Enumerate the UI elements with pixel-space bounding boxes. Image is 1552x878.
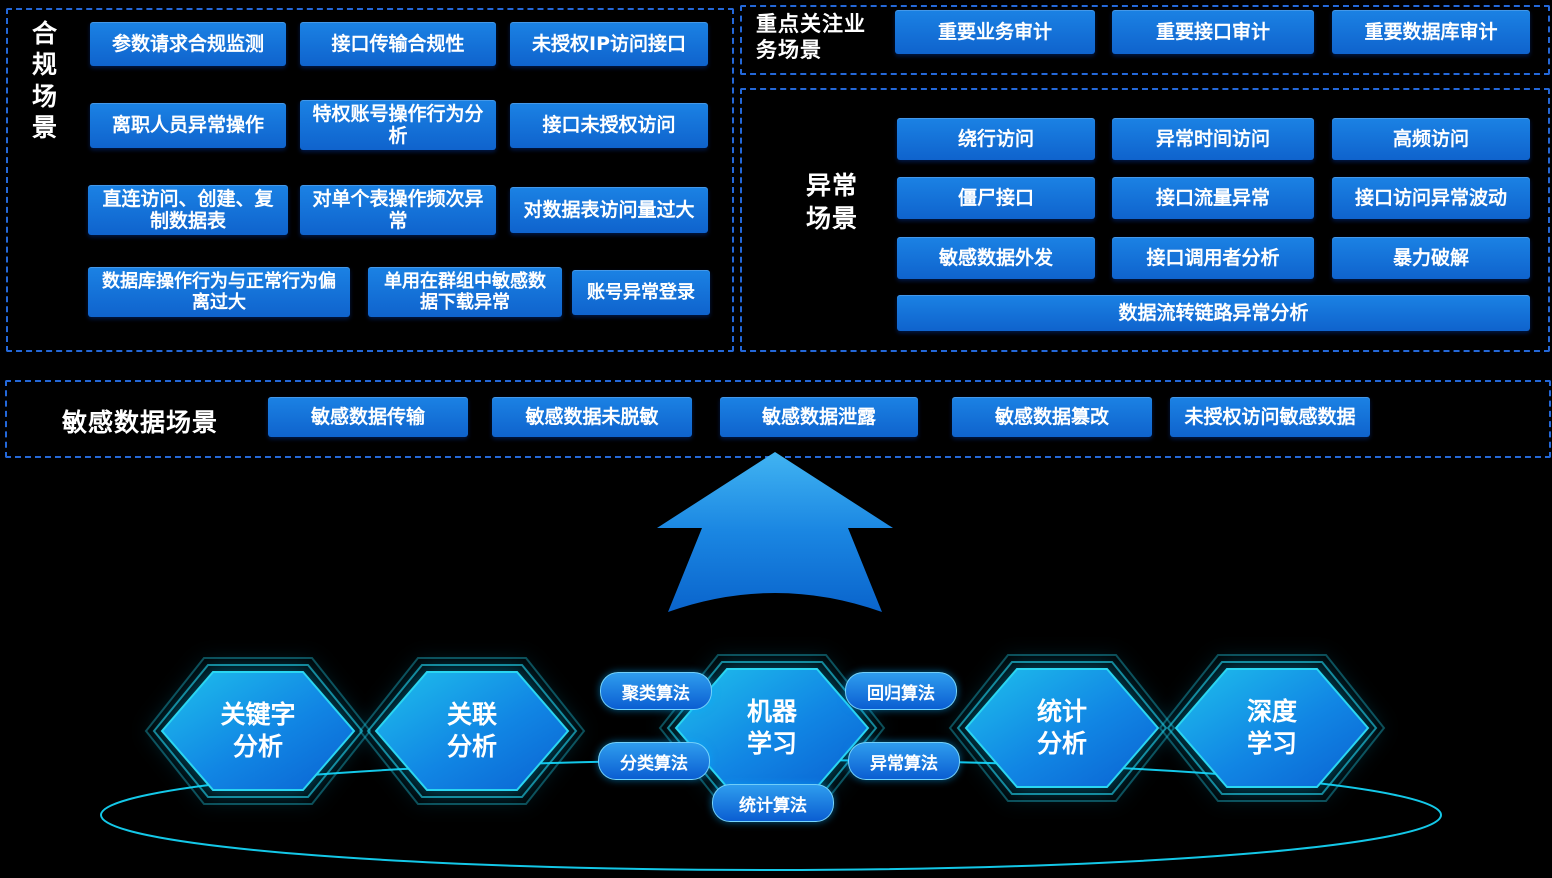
scenario-item: 敏感数据未脱敏 <box>492 397 692 437</box>
algorithm-pill: 回归算法 <box>845 672 957 710</box>
hexagon-keyword-analysis: 关键字 分析 <box>138 646 378 816</box>
scenario-item: 异常时间访问 <box>1112 118 1314 160</box>
scenario-item: 账号异常登录 <box>572 270 710 315</box>
scenario-item: 接口访问异常波动 <box>1332 177 1530 219</box>
scenario-item: 暴力破解 <box>1332 237 1530 279</box>
hexagon-deep-learning: 深度 学习 <box>1152 643 1392 813</box>
scenario-item: 敏感数据泄露 <box>720 397 918 437</box>
scenario-item: 数据库操作行为与正常行为偏离过大 <box>88 267 350 317</box>
hexagon-statistical-analysis: 统计 分析 <box>942 643 1182 813</box>
scenario-item: 特权账号操作行为分析 <box>300 100 496 150</box>
scenario-item: 未授权IP访问接口 <box>510 22 708 66</box>
hexagon-label: 关联 分析 <box>446 699 497 762</box>
scenario-item: 重要业务审计 <box>895 10 1095 54</box>
algorithm-pill: 聚类算法 <box>600 672 712 710</box>
abnormal-section <box>740 88 1550 352</box>
scenario-item: 接口传输合规性 <box>300 22 496 66</box>
scenario-item: 接口未授权访问 <box>510 103 708 148</box>
compliance-title: 合规场景 <box>32 19 59 142</box>
hexagon-correlation-analysis: 关联 分析 <box>352 646 592 816</box>
hexagon-label: 关键字 分析 <box>220 699 296 762</box>
scenario-item: 直连访问、创建、复制数据表 <box>88 185 288 235</box>
algorithm-pill: 统计算法 <box>712 784 834 822</box>
scenario-item: 对单个表操作频次异常 <box>300 185 496 235</box>
algorithm-pill: 异常算法 <box>848 742 960 780</box>
scenario-item: 对数据表访问量过大 <box>510 187 708 233</box>
hexagon-label: 机器 学习 <box>746 696 797 759</box>
up-arrow-icon <box>657 452 893 612</box>
scenario-item: 参数请求合规监测 <box>90 22 286 66</box>
key-business-section <box>740 5 1550 75</box>
scenario-item: 绕行访问 <box>897 118 1095 160</box>
scenario-item: 敏感数据篡改 <box>952 397 1152 437</box>
key-business-title: 重点关注业务场景 <box>756 12 866 63</box>
scenario-item: 接口流量异常 <box>1112 177 1314 219</box>
hexagon-machine-learning: 机器 学习 <box>652 643 892 813</box>
sensitive-title: 敏感数据场景 <box>62 408 219 437</box>
scenario-item: 离职人员异常操作 <box>90 103 286 148</box>
scenario-item: 敏感数据外发 <box>897 237 1095 279</box>
scenario-item: 重要接口审计 <box>1112 10 1314 54</box>
scenario-item: 重要数据库审计 <box>1332 10 1530 54</box>
scenario-item: 敏感数据传输 <box>268 397 468 437</box>
abnormal-title: 异常场景 <box>806 171 859 233</box>
scenario-item: 僵尸接口 <box>897 177 1095 219</box>
scenario-item: 高频访问 <box>1332 118 1530 160</box>
scenario-item: 未授权访问敏感数据 <box>1170 397 1370 437</box>
algorithm-pill: 分类算法 <box>598 742 710 780</box>
scenario-item: 接口调用者分析 <box>1112 237 1314 279</box>
hexagon-label: 深度 学习 <box>1246 696 1297 759</box>
scenario-item-wide: 数据流转链路异常分析 <box>897 295 1530 331</box>
scenario-item: 单用在群组中敏感数据下载异常 <box>368 267 562 317</box>
compliance-section <box>6 8 734 352</box>
hexagon-label: 统计 分析 <box>1036 696 1087 759</box>
